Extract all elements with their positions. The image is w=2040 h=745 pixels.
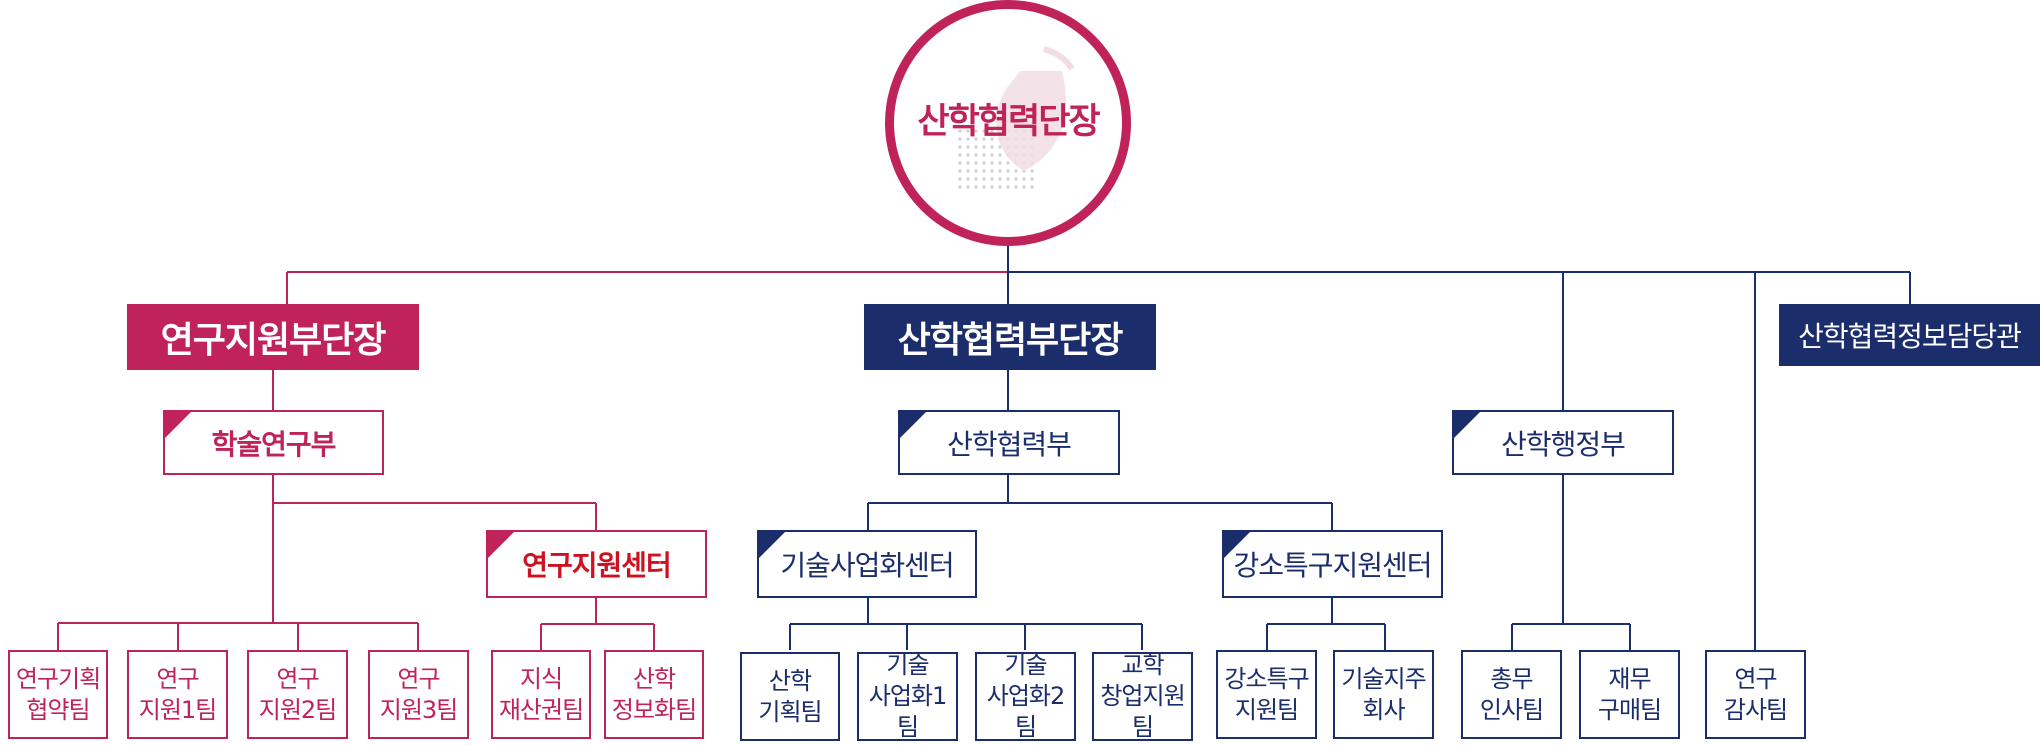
team-line: 재무 bbox=[1608, 664, 1651, 693]
team-research-support-1: 연구 지원1팀 bbox=[127, 650, 228, 739]
corner-flag bbox=[898, 410, 928, 440]
industry-vice-head-label: 산학협력부단장 bbox=[897, 320, 1124, 361]
team-line: 정보화팀 bbox=[611, 695, 697, 724]
info-officer-label: 산학협력정보담당관 bbox=[1798, 320, 2022, 353]
team-finance-purchasing: 재무 구매팀 bbox=[1579, 650, 1680, 739]
chief-circle: 산학협력단장 bbox=[885, 0, 1131, 246]
chief-title: 산학협력단장 bbox=[917, 101, 1100, 142]
corner-flag bbox=[163, 410, 193, 440]
industry-cooperation-dept-label: 산학협력부 bbox=[947, 427, 1072, 461]
research-vice-head-label: 연구지원부단장 bbox=[160, 320, 387, 361]
research-support-center-label: 연구지원센터 bbox=[522, 549, 672, 582]
team-line: 지원1팀 bbox=[138, 695, 218, 724]
team-line: 감사팀 bbox=[1723, 695, 1788, 724]
research-support-center: 연구지원센터 bbox=[486, 530, 707, 598]
industry-admin-dept-label: 산학행정부 bbox=[1501, 427, 1626, 461]
team-industry-informatization: 산학 정보화팀 bbox=[604, 650, 704, 739]
team-research-audit: 연구 감사팀 bbox=[1705, 650, 1806, 739]
team-line: 지원팀 bbox=[1234, 695, 1299, 724]
team-line: 기획팀 bbox=[758, 697, 822, 726]
corner-flag bbox=[1222, 530, 1252, 560]
team-line: 지원2팀 bbox=[258, 695, 338, 724]
team-tech-commercialization-2: 기술 사업화2팀 bbox=[975, 651, 1076, 741]
industry-cooperation-dept: 산학협력부 bbox=[898, 410, 1120, 475]
team-line: 연구 bbox=[276, 664, 319, 693]
team-line: 연구기획 bbox=[15, 664, 101, 693]
corner-flag bbox=[757, 530, 787, 560]
team-research-support-2: 연구 지원2팀 bbox=[247, 650, 348, 739]
info-officer: 산학협력정보담당관 bbox=[1779, 304, 2040, 366]
team-line: 총무 bbox=[1490, 664, 1533, 693]
team-line: 지식 bbox=[519, 664, 563, 693]
team-line: 기술지주 bbox=[1341, 664, 1426, 693]
team-tech-holding-company: 기술지주 회사 bbox=[1333, 650, 1434, 739]
team-intellectual-property: 지식 재산권팀 bbox=[491, 650, 591, 739]
team-line: 기술 bbox=[886, 651, 929, 679]
university-emblem-icon bbox=[956, 46, 1075, 189]
corner-flag bbox=[1452, 410, 1482, 440]
team-line: 사업화1팀 bbox=[868, 682, 948, 741]
team-line: 사업화2팀 bbox=[986, 682, 1066, 741]
team-line: 연구 bbox=[1734, 664, 1777, 693]
research-vice-head: 연구지원부단장 bbox=[127, 304, 419, 370]
team-line: 회사 bbox=[1362, 695, 1405, 724]
team-line: 지원3팀 bbox=[379, 695, 459, 724]
team-line: 연구 bbox=[156, 664, 199, 693]
team-line: 창업지원팀 bbox=[1100, 682, 1185, 741]
team-line: 연구 bbox=[397, 664, 440, 693]
industry-vice-head: 산학협력부단장 bbox=[864, 304, 1156, 370]
industry-admin-dept: 산학행정부 bbox=[1452, 410, 1674, 475]
team-line: 강소특구 bbox=[1224, 664, 1309, 693]
gangso-special-zone-center-label: 강소특구지원센터 bbox=[1233, 549, 1432, 582]
team-line: 구매팀 bbox=[1597, 695, 1662, 724]
team-line: 협약팀 bbox=[26, 695, 90, 724]
team-research-support-3: 연구 지원3팀 bbox=[368, 650, 469, 739]
team-research-planning: 연구기획 협약팀 bbox=[8, 650, 108, 739]
team-line: 기술 bbox=[1004, 651, 1047, 679]
team-industry-planning: 산학 기획팀 bbox=[740, 652, 840, 741]
team-line: 인사팀 bbox=[1479, 695, 1544, 724]
team-gangso-support: 강소특구 지원팀 bbox=[1216, 650, 1317, 739]
gangso-special-zone-center: 강소특구지원센터 bbox=[1222, 530, 1443, 598]
team-line: 산학 bbox=[768, 666, 812, 695]
team-line: 재산권팀 bbox=[498, 695, 584, 724]
team-general-affairs: 총무 인사팀 bbox=[1461, 650, 1562, 739]
corner-flag bbox=[486, 530, 516, 560]
team-line: 산학 bbox=[632, 664, 676, 693]
team-startup-support: 교학 창업지원팀 bbox=[1092, 651, 1193, 741]
academic-research-dept-label: 학술연구부 bbox=[211, 427, 337, 461]
team-line: 교학 bbox=[1121, 651, 1164, 679]
academic-research-dept: 학술연구부 bbox=[163, 410, 384, 475]
tech-commercialization-center: 기술사업화센터 bbox=[757, 530, 977, 598]
tech-commercialization-center-label: 기술사업화센터 bbox=[780, 549, 954, 582]
team-tech-commercialization-1: 기술 사업화1팀 bbox=[857, 651, 958, 741]
